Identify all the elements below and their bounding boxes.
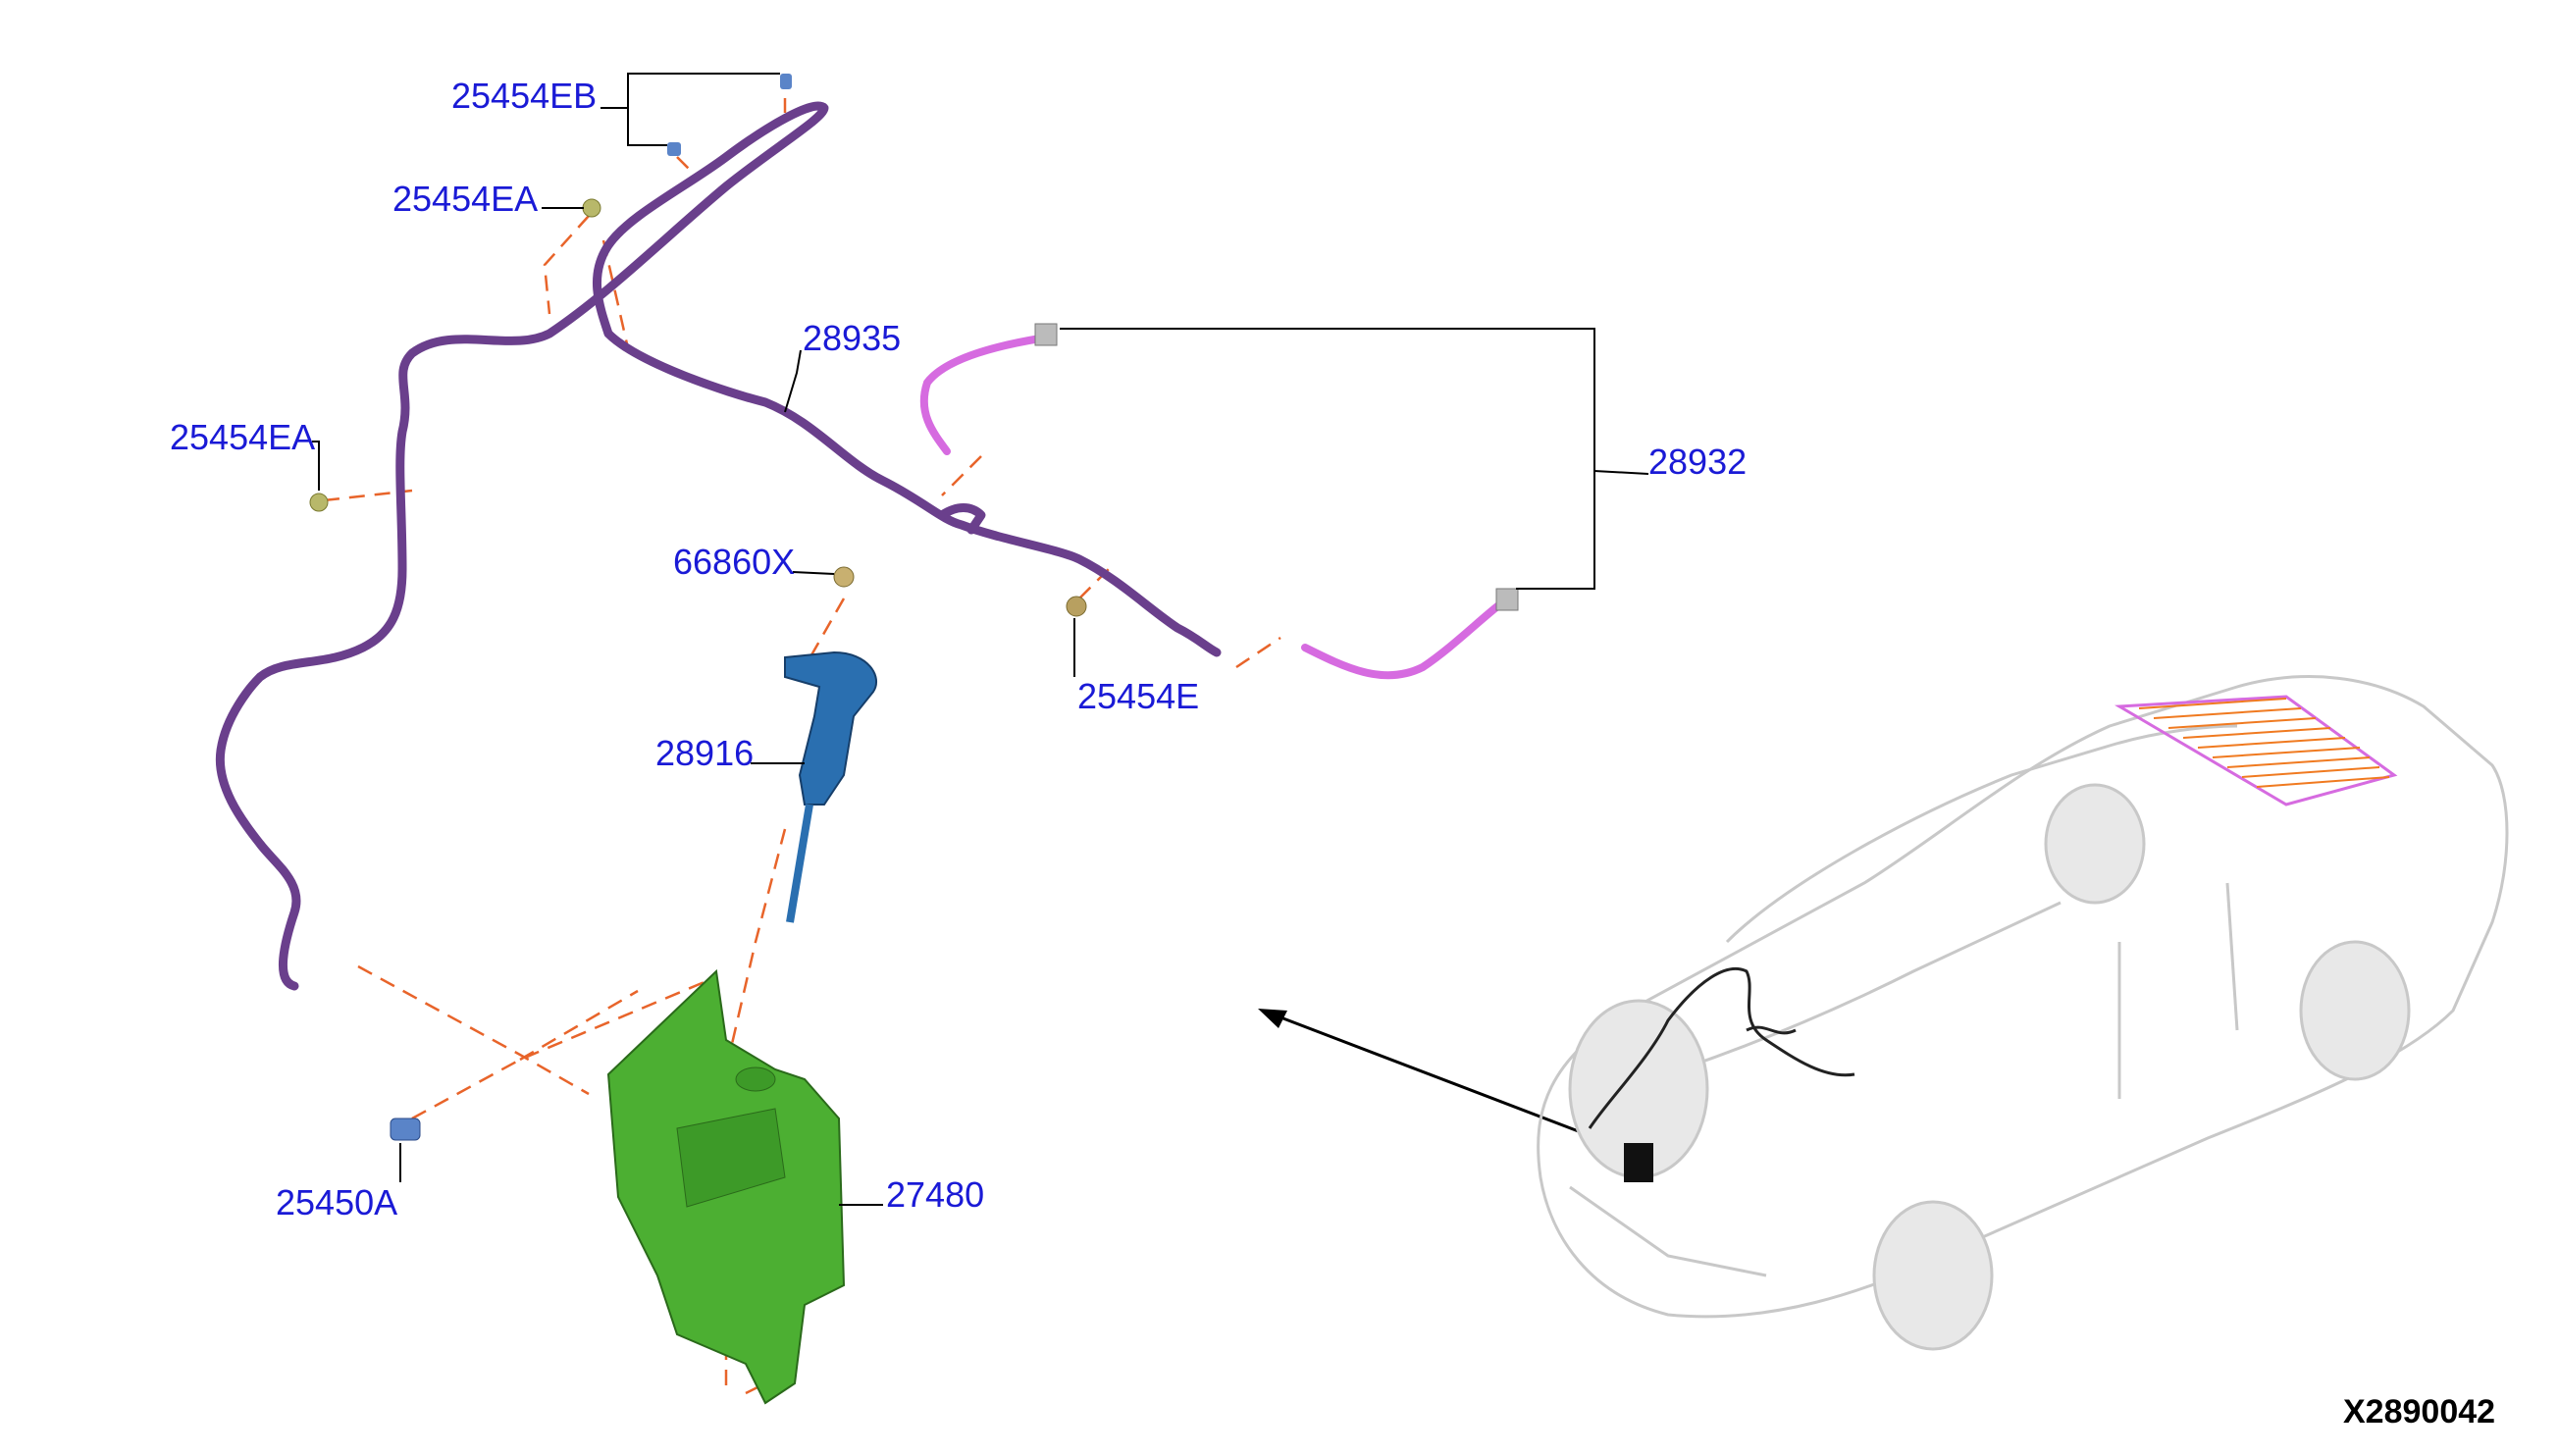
clip-25454EA-top xyxy=(582,198,601,218)
location-arrow xyxy=(1258,1009,1610,1145)
rear-washer-hose-28932 xyxy=(919,323,1519,680)
callout-25454EA-left: 25454EA xyxy=(170,417,316,457)
pump-25450A xyxy=(390,1118,421,1141)
callout-66860X: 66860X xyxy=(673,542,796,582)
grommet-66860X xyxy=(833,566,855,588)
washer-reservoir-27480 xyxy=(606,968,846,1405)
clip-25454EA-left xyxy=(309,493,329,512)
callout-25454EB: 25454EB xyxy=(451,76,598,116)
diagram-code: X2890042 xyxy=(2343,1393,2496,1430)
callout-28932: 28932 xyxy=(1648,442,1748,482)
clip-25454E xyxy=(1066,596,1087,617)
callout-27480: 27480 xyxy=(886,1174,985,1215)
callout-25450A: 25450A xyxy=(276,1182,398,1222)
hose-junction xyxy=(937,503,986,535)
filler-neck-28916 xyxy=(784,650,878,923)
vehicle-ghost xyxy=(1537,675,2509,1351)
clip-25454EB-top xyxy=(780,74,792,89)
clip-25454EB-lower xyxy=(667,142,681,156)
washer-hose-28935 xyxy=(215,101,1222,991)
callout-25454E: 25454E xyxy=(1077,676,1200,716)
callout-28916: 28916 xyxy=(655,733,755,773)
callout-28935: 28935 xyxy=(803,318,902,358)
leader-lines xyxy=(312,73,1649,1206)
assembly-guides xyxy=(323,98,1281,1395)
callout-25454EA-top: 25454EA xyxy=(392,179,539,219)
